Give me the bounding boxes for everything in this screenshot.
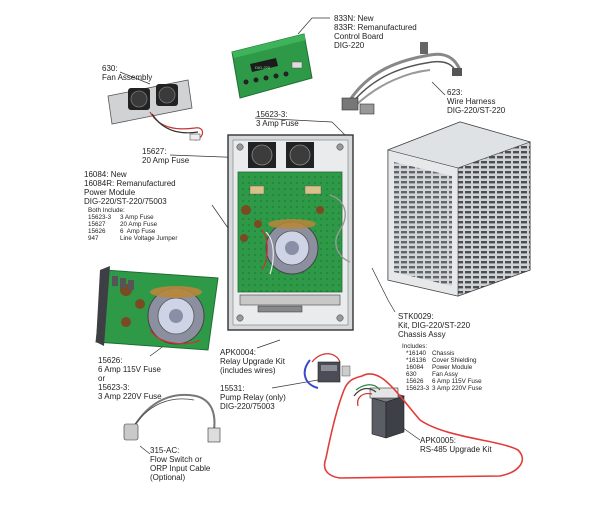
fuse-3amp-label: 15623-3: 3 Amp Fuse <box>256 110 299 128</box>
wire-harness-illustration <box>341 42 462 115</box>
chassis-include-item: *16140 Chassis <box>406 350 455 357</box>
chassis-cover-illustration <box>387 121 531 297</box>
relay-kit-illustration <box>303 353 351 389</box>
fan-assembly-label: 630: Fan Assembly <box>102 64 153 82</box>
chassis-kit-label: STK0029: Kit, DIG-220/ST-220 Chassis Ass… <box>398 312 471 339</box>
chassis-include-item: 15626 6 Amp 115V Fuse <box>406 378 482 385</box>
power-module-include-item: 15627 20 Amp Fuse <box>88 221 158 228</box>
board-display-text: DIG-220 <box>255 65 271 70</box>
power-module-illustration <box>95 266 219 351</box>
main-enclosure-illustration <box>227 134 354 331</box>
chassis-include-item: 630 Fan Assy <box>406 371 458 378</box>
chassis-include-item: 16084 Power Module <box>406 364 473 371</box>
leader-lines <box>119 17 446 455</box>
fuse-options-label: 15626: 6 Amp 115V Fuse or 15623-3: 3 Amp… <box>98 356 162 401</box>
power-module-include-item: 947 Line Voltage Jumper <box>88 235 178 242</box>
fan-assembly-illustration <box>107 79 204 141</box>
flow-switch-cable-illustration <box>123 393 221 443</box>
flow-switch-label: 315-AC: Flow Switch or ORP Input Cable (… <box>150 446 211 482</box>
control-board-illustration: DIG-220 <box>231 33 313 99</box>
fuse-20amp-label: 15627: 20 Amp Fuse <box>142 147 190 165</box>
chassis-include-item: 15623-3 3 Amp 220V Fuse <box>406 385 483 392</box>
chassis-includes-list: *16140 Chassis *16136 Cover Shielding 16… <box>406 350 482 392</box>
power-module-include-item: 15623-3 3 Amp Fuse <box>88 214 154 221</box>
chassis-include-item: *16136 Cover Shielding <box>406 357 477 364</box>
control-board-label: 833N: New 833R: Remanufactured Control B… <box>334 14 417 50</box>
pump-relay-label: 15531: Pump Relay (only) DIG-220/75003 <box>220 384 286 411</box>
rs485-highlight-outline <box>323 373 524 479</box>
power-module-includes-list: 15623-3 3 Amp Fuse 15627 20 Amp Fuse 156… <box>88 214 177 242</box>
power-module-includes-title: Both Include: <box>88 207 125 214</box>
power-module-include-item: 15626 6 Amp Fuse <box>88 228 156 235</box>
wire-harness-label: 623: Wire Harness DIG-220/ST-220 <box>447 88 506 115</box>
rs485-kit-label: APK0005: RS-485 Upgrade Kit <box>420 436 492 454</box>
power-module-label: 16084: New 16084R: Remanufactured Power … <box>84 170 176 206</box>
chassis-includes-title: Includes: <box>402 343 428 350</box>
rs485-kit-illustration <box>353 384 406 439</box>
relay-kit-label: APK0004: Relay Upgrade Kit (includes wir… <box>220 348 285 375</box>
